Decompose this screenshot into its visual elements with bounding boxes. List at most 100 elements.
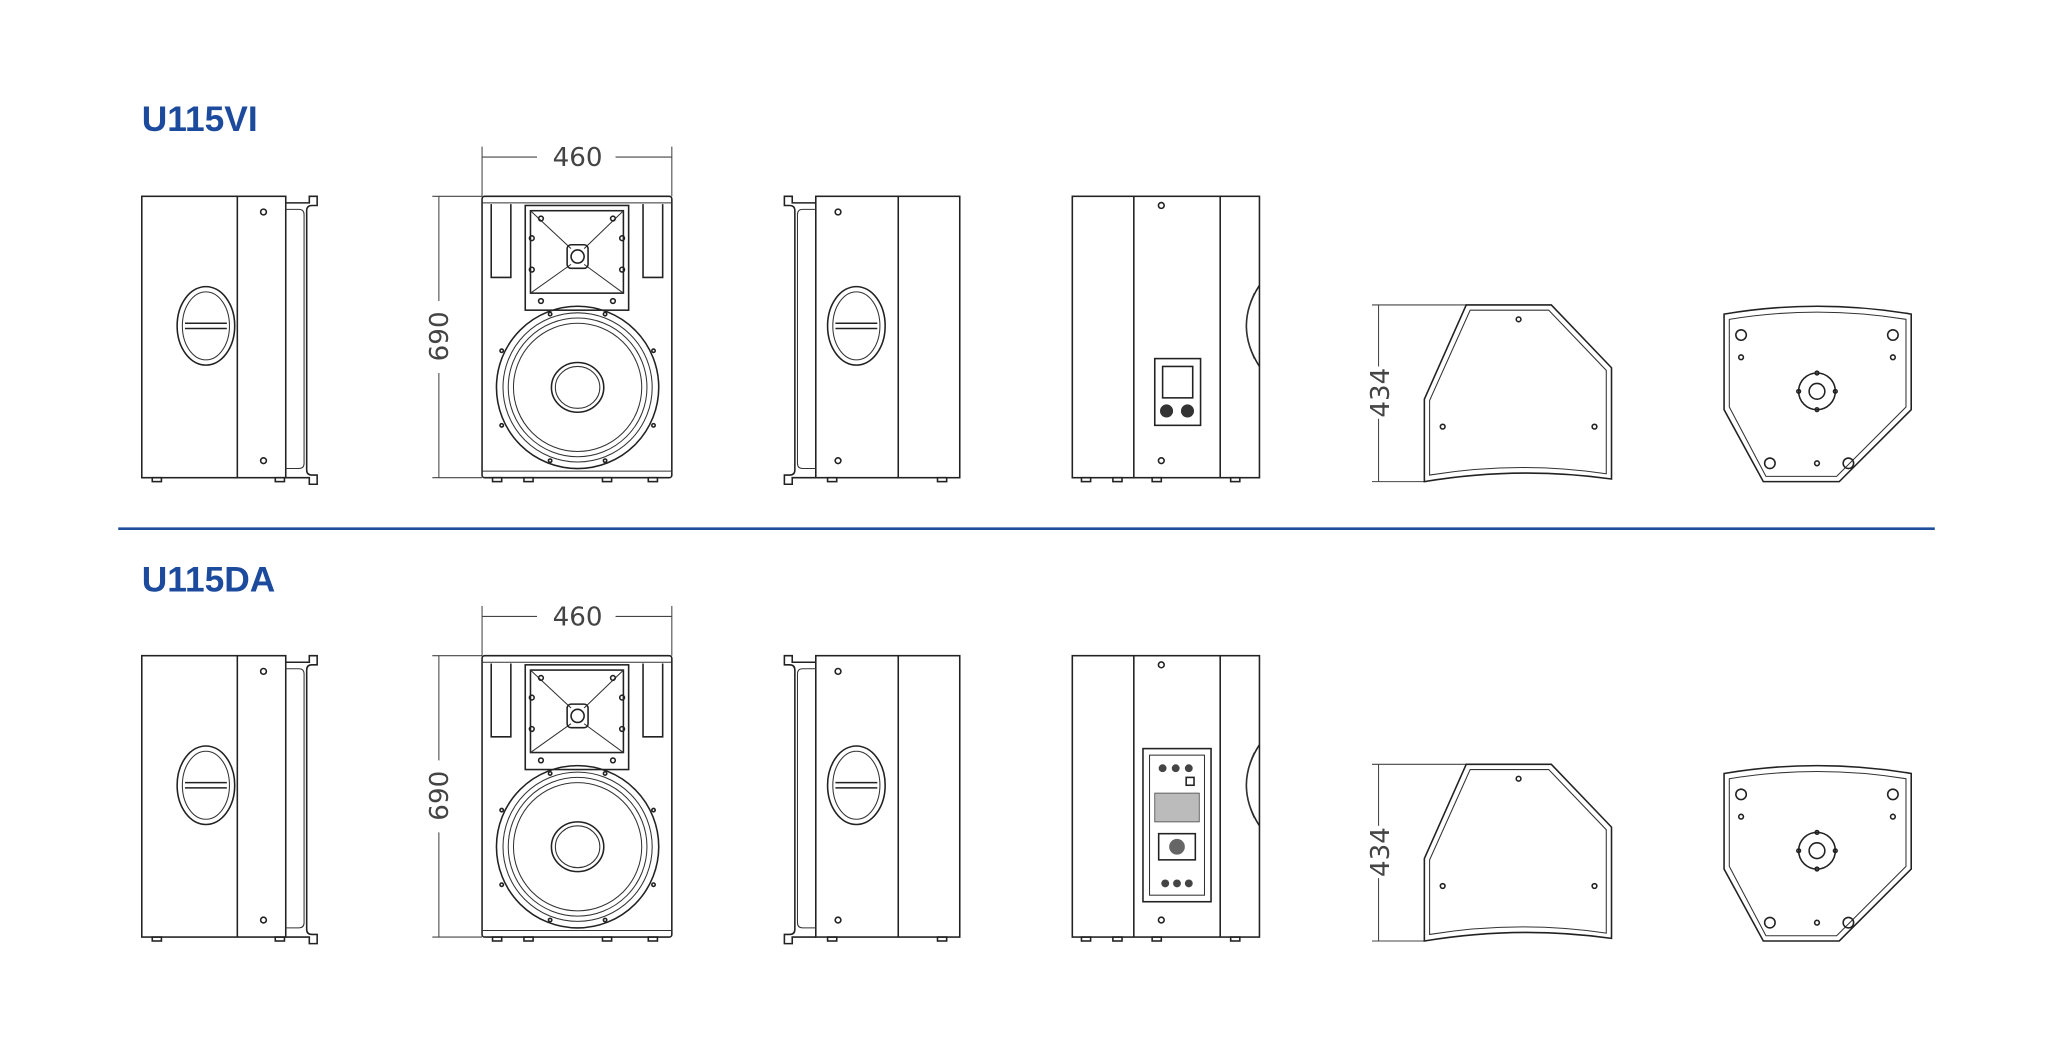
amplifier-plate bbox=[1142, 747, 1212, 903]
foot bbox=[647, 936, 659, 942]
foot bbox=[826, 936, 838, 942]
dimension-height-label: 690 bbox=[425, 311, 455, 361]
side-handle-grip bbox=[1245, 752, 1255, 819]
bottom-view bbox=[1723, 305, 1913, 483]
heatsink-grille bbox=[1154, 792, 1200, 823]
screw-icon bbox=[547, 458, 553, 464]
screw-icon bbox=[1796, 848, 1802, 854]
screw-icon bbox=[537, 757, 545, 764]
switch-icon bbox=[1185, 776, 1195, 787]
screw-icon bbox=[259, 457, 268, 465]
pole-mount-socket bbox=[1797, 372, 1837, 411]
screw-icon bbox=[1886, 788, 1899, 801]
handle-grip bbox=[184, 781, 227, 789]
screw-icon bbox=[609, 757, 617, 764]
foot bbox=[274, 936, 286, 942]
screw-icon bbox=[618, 725, 626, 733]
foot bbox=[1080, 936, 1092, 942]
port-slot bbox=[490, 663, 664, 738]
recessed-handle-inner bbox=[181, 750, 230, 820]
screw-icon bbox=[1763, 457, 1776, 470]
screw-icon bbox=[259, 667, 268, 676]
foot bbox=[491, 936, 503, 942]
cabinet-outline bbox=[140, 654, 287, 938]
screw-icon bbox=[1439, 882, 1446, 890]
foot bbox=[1229, 936, 1241, 942]
screw-icon bbox=[651, 348, 656, 354]
input-plate bbox=[1153, 357, 1202, 427]
connector-icon bbox=[1184, 879, 1193, 888]
cabinet-outline bbox=[481, 654, 673, 938]
handle-grip bbox=[835, 322, 878, 330]
screw-icon bbox=[618, 266, 626, 273]
screw-icon bbox=[547, 770, 553, 776]
screw-icon bbox=[602, 458, 608, 464]
screw-icon bbox=[1737, 354, 1745, 361]
screw-icon bbox=[1814, 829, 1820, 835]
screw-icon bbox=[1813, 919, 1821, 926]
bottom-view bbox=[1723, 764, 1913, 942]
model-title-u115da: U115DA bbox=[142, 561, 276, 600]
woofer-dust-cap bbox=[550, 821, 605, 873]
screw-icon bbox=[1157, 457, 1165, 465]
screw-icon bbox=[1814, 407, 1820, 413]
speakon-connector-icon bbox=[1180, 404, 1195, 418]
screw-icon bbox=[528, 266, 535, 273]
connector-icon bbox=[1171, 764, 1180, 773]
screw-icon bbox=[651, 422, 656, 428]
screw-icon bbox=[1763, 916, 1776, 929]
foot bbox=[1229, 476, 1241, 483]
screw-icon bbox=[259, 208, 268, 216]
screw-icon bbox=[1813, 460, 1821, 467]
foot bbox=[523, 936, 534, 942]
screw-icon bbox=[1157, 201, 1165, 210]
woofer-ring bbox=[507, 317, 648, 458]
foot bbox=[1151, 936, 1163, 942]
carry-handle-rail bbox=[285, 654, 318, 945]
cabinet-bottom-inner bbox=[1728, 311, 1907, 477]
recessed-handle-icon bbox=[826, 285, 886, 366]
recessed-handle-icon bbox=[176, 745, 236, 826]
recessed-handle-inner bbox=[832, 750, 881, 820]
screw-icon bbox=[1886, 329, 1899, 342]
screw-icon bbox=[1832, 848, 1838, 854]
recessed-handle-inner bbox=[832, 291, 881, 361]
horn-throat-hole bbox=[570, 708, 585, 724]
screw-icon bbox=[528, 725, 535, 733]
woofer-ring bbox=[502, 771, 653, 922]
screw-icon bbox=[609, 674, 617, 682]
connector-icon bbox=[1173, 879, 1181, 888]
speakon-connector-icon bbox=[1159, 404, 1174, 418]
screw-icon bbox=[1842, 916, 1855, 929]
side-view-right bbox=[783, 195, 961, 486]
foot bbox=[936, 936, 948, 942]
cabinet-outline bbox=[1071, 195, 1261, 479]
horn-flare bbox=[530, 210, 624, 294]
horn-flange bbox=[524, 664, 630, 771]
foot bbox=[826, 476, 838, 483]
rail-inner bbox=[796, 208, 816, 470]
horn-mouth bbox=[529, 209, 625, 294]
top-view: 434 bbox=[1366, 304, 1613, 483]
input-plate-label bbox=[1161, 365, 1194, 399]
screw-icon bbox=[259, 916, 268, 924]
woofer-dust-cap-inner bbox=[554, 825, 601, 869]
foot bbox=[601, 936, 613, 942]
horn-throat bbox=[566, 243, 589, 270]
dimension-depth-label: 434 bbox=[1366, 368, 1396, 418]
screw-icon bbox=[602, 770, 608, 776]
connector-icon bbox=[1161, 879, 1170, 888]
side-view-left bbox=[140, 654, 318, 945]
screw-icon bbox=[1591, 882, 1598, 890]
screw-icon bbox=[1515, 775, 1522, 782]
cabinet-bottom-outline bbox=[1723, 305, 1913, 483]
screw-icon bbox=[1814, 866, 1820, 872]
screw-icon bbox=[547, 917, 553, 923]
screw-icon bbox=[537, 297, 545, 305]
model-title-u115vi: U115VI bbox=[142, 100, 258, 139]
cabinet-bottom-inner bbox=[1728, 770, 1907, 937]
amplifier-plate-inner bbox=[1148, 754, 1206, 896]
